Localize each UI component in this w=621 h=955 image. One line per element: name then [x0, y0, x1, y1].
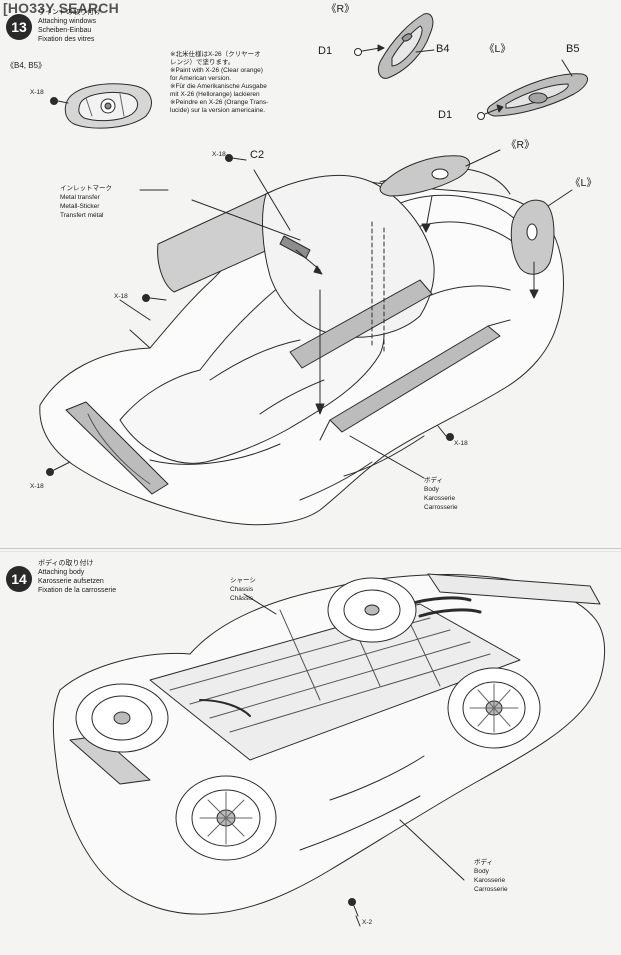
part-d1-top: D1	[318, 45, 333, 57]
note-line-6: mit X-26 (Hellorange) lackieren	[170, 91, 260, 98]
arrow-d1-r	[354, 44, 435, 56]
step14-title-fr: Fixation de la carrosserie	[38, 587, 117, 594]
body13-en: Body	[424, 486, 439, 493]
body13-ja: ボディ	[424, 477, 444, 484]
window-part-r-mid	[379, 149, 501, 197]
step13-title-ja: ウインドの取り付け	[38, 9, 101, 16]
step-13-badge: 13	[6, 14, 32, 40]
note-line-1: ※北米仕様はX-26（クリヤーオ	[170, 51, 261, 58]
chassis-de: Châssis	[230, 595, 254, 602]
inlet-mark-ja: インレットマーク	[60, 185, 112, 192]
body14-en: Body	[474, 868, 489, 875]
x18-a: X-18	[30, 89, 44, 96]
inlet-mark-fr: Transfert métal	[60, 212, 104, 219]
label-b4-b5: 《B4, B5》	[6, 61, 47, 70]
window-part-r-top	[377, 13, 434, 79]
note-line-3: ※Paint with X-26 (Clear orange)	[170, 67, 263, 74]
assembly-arrows-step13	[46, 154, 539, 479]
section-divider-shadow	[0, 551, 621, 552]
label-l-mid: 《L》	[570, 177, 597, 189]
note-line-2: レンジ）で塗ります。	[170, 59, 235, 66]
note-line-5: ※Für die Amerikanische Ausgabe	[170, 83, 267, 90]
wheel-rear-right	[447, 667, 541, 749]
window-part-l-mid	[510, 189, 573, 275]
part-d1-bottom: D1	[438, 109, 453, 121]
step13-title-fr: Fixation des vitres	[38, 36, 95, 43]
wheel-front-right	[175, 775, 277, 861]
inlet-mark-de: Metall-Sticker	[60, 203, 100, 210]
step14-title-de: Karosserie aufsetzen	[38, 578, 104, 585]
b4-b5-part	[50, 83, 152, 129]
body14-fr: Carrosserie	[474, 886, 508, 893]
note-line-7: ※Peindre en X-26 (Orange Trans-	[170, 99, 269, 106]
car-underside-step14	[52, 573, 606, 927]
body13-fr: Carrosserie	[424, 504, 458, 511]
window-part-l-top	[477, 59, 589, 120]
part-b5: B5	[566, 43, 580, 55]
wheel-rear-left	[327, 577, 417, 643]
x18-c: X-18	[114, 293, 128, 300]
chassis-en: Chassis	[230, 586, 254, 593]
step13-title-en: Attaching windows	[38, 18, 96, 25]
part-b4: B4	[436, 43, 450, 55]
x18-e: X-18	[30, 483, 44, 490]
step13-title-de: Scheiben-Einbau	[38, 27, 92, 34]
label-r-mid: 《R》	[506, 139, 535, 151]
step14-title-ja: ボディの取り付け	[38, 560, 94, 567]
body13-de: Karosserie	[424, 495, 456, 502]
step-14-badge: 14	[6, 566, 32, 592]
chassis-ja: シャーシ	[230, 577, 256, 584]
step14-title-en: Attaching body	[38, 569, 85, 576]
x18-b: X-18	[212, 151, 226, 158]
x18-d: X-18	[454, 440, 468, 447]
note-line-4: for American version.	[170, 75, 232, 82]
label-l-top: 《L》	[484, 43, 511, 55]
x2-screw: X-2	[362, 919, 373, 926]
label-r-top: 《R》	[326, 3, 355, 15]
inlet-mark-en: Metal transfer	[60, 194, 100, 201]
section-divider	[0, 548, 621, 549]
body14-de: Karosserie	[474, 877, 506, 884]
note-line-8: lucide) sur la version americaine.	[170, 107, 266, 114]
wheel-front-left	[75, 683, 169, 753]
part-c2: C2	[250, 149, 265, 161]
body14-ja: ボディ	[474, 859, 494, 866]
watermark-logo: [HO33Y SEARCH	[0, 0, 122, 16]
